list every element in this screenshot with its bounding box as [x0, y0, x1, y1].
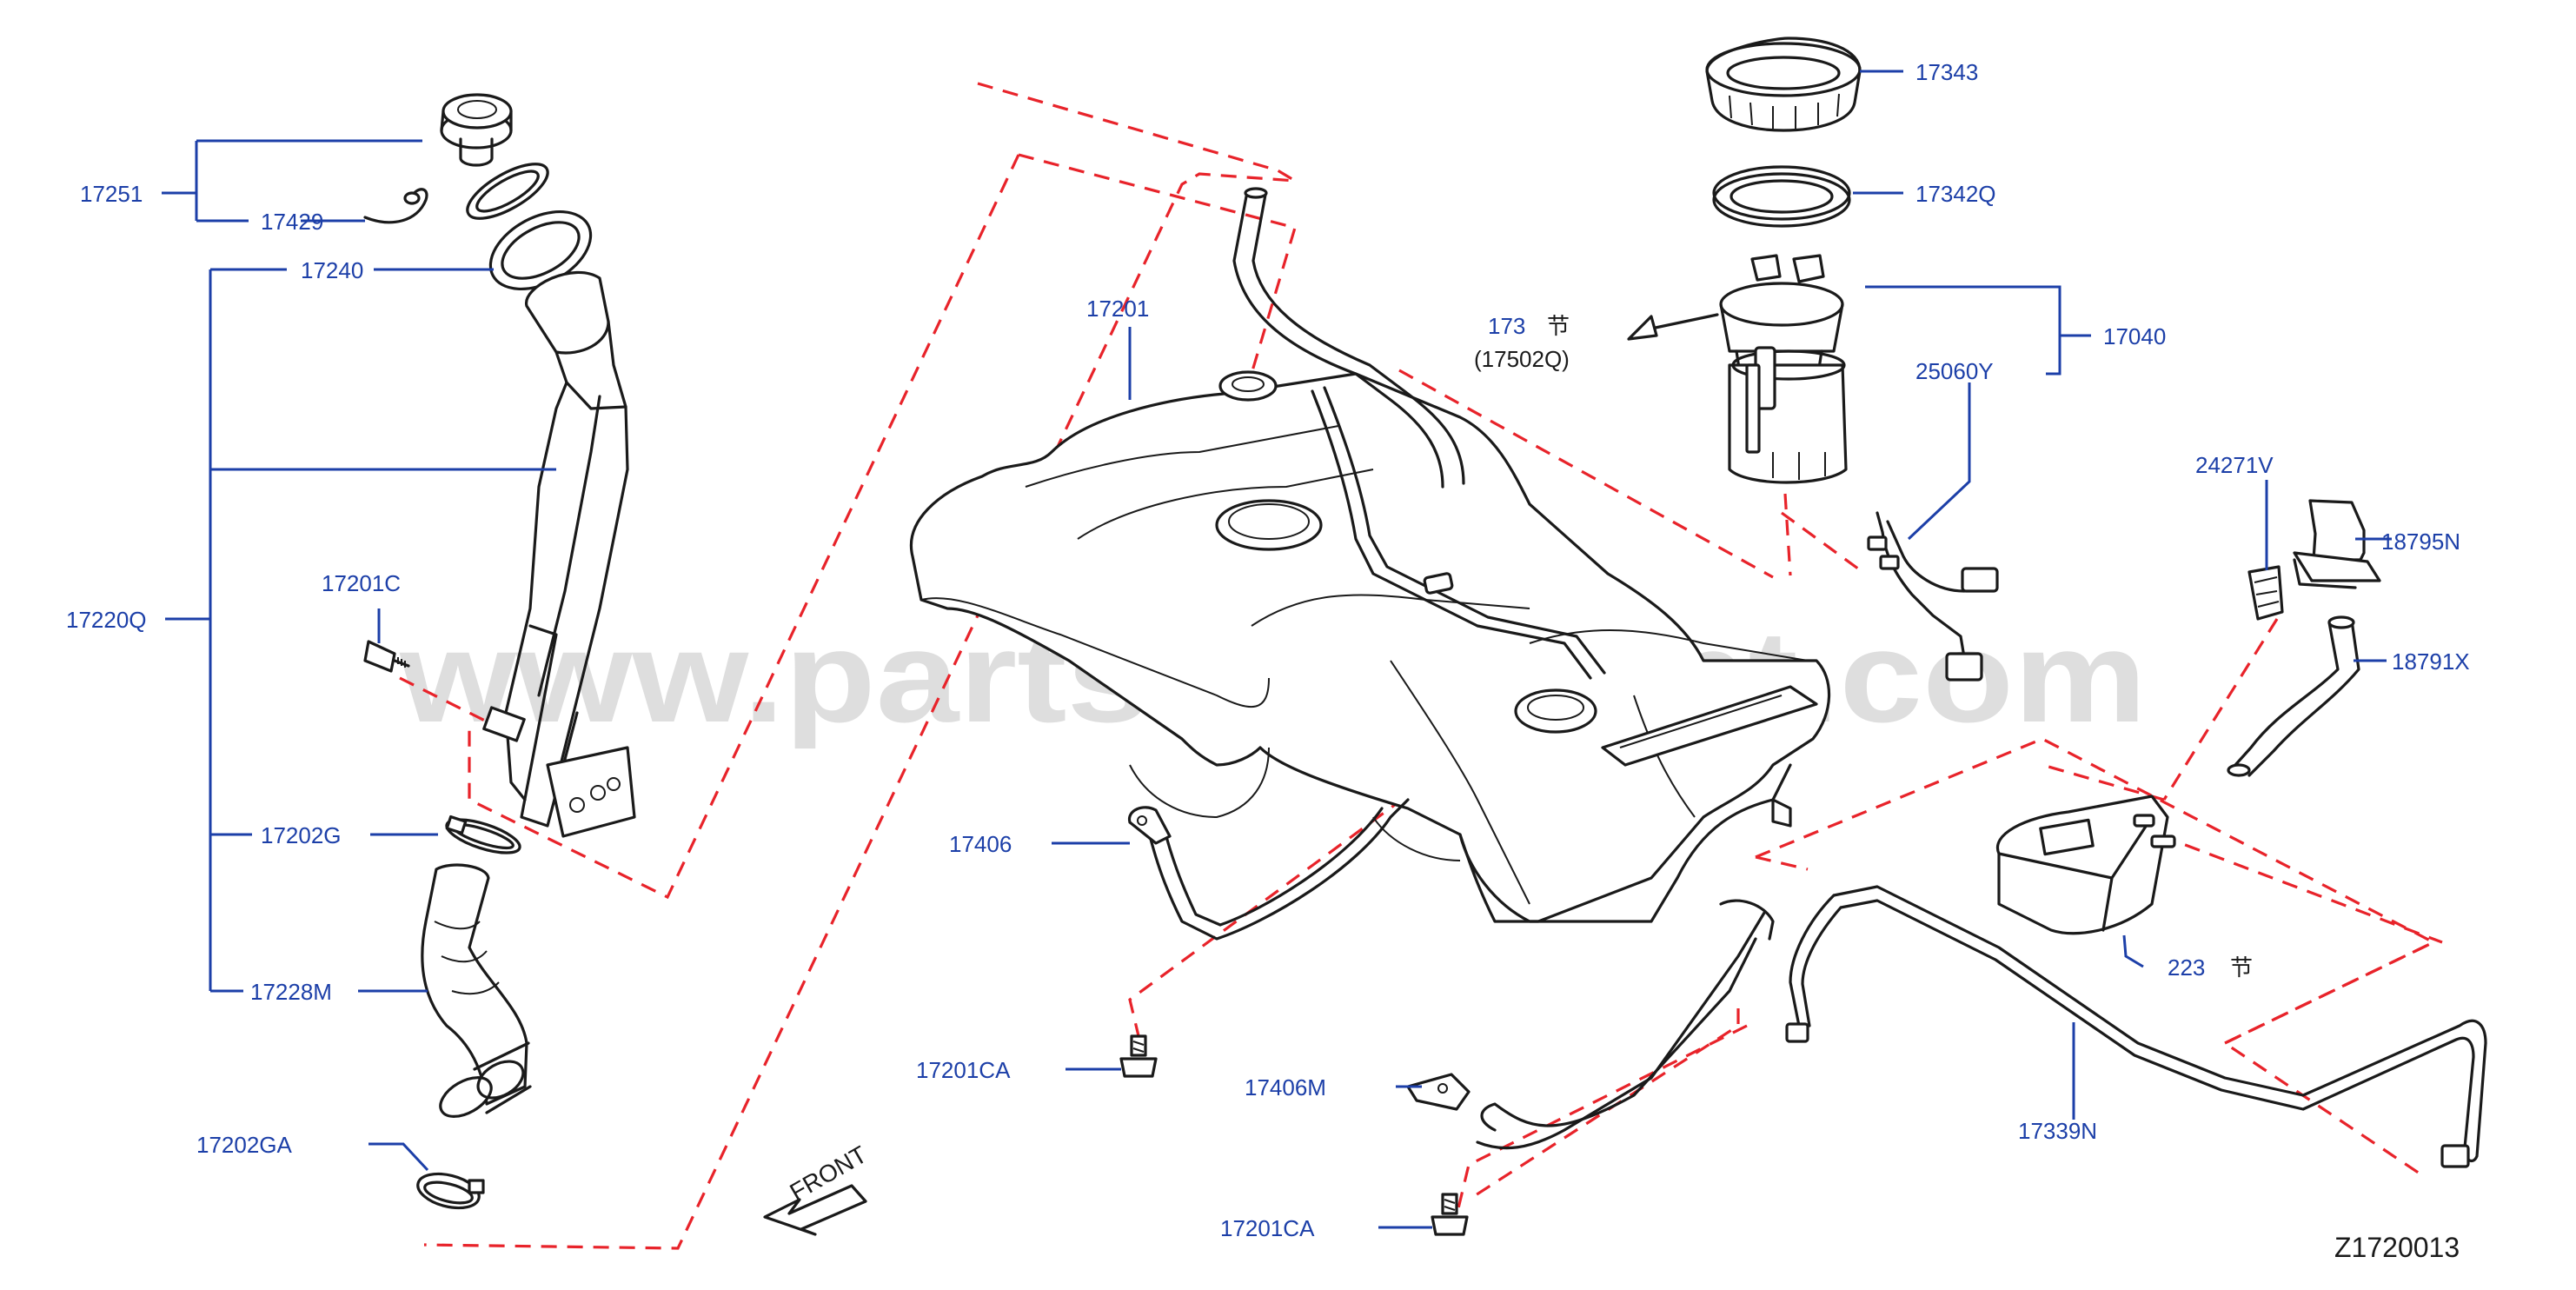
- callout-leaders: [162, 70, 2392, 1229]
- callout-223[interactable]: 223: [2168, 954, 2205, 981]
- callout-173-section: 节: [1547, 313, 1570, 339]
- callout-17251[interactable]: 17251: [80, 181, 143, 207]
- filler-gasket: [466, 163, 549, 220]
- vent-hose-18791x: [2227, 615, 2360, 777]
- bolt-17201c: [363, 640, 410, 673]
- callout-17406[interactable]: 17406: [949, 831, 1012, 857]
- diagram-code: Z1720013: [2334, 1232, 2460, 1263]
- callout-17220q[interactable]: 17220Q: [66, 607, 147, 633]
- callout-18795n[interactable]: 18795N: [2381, 529, 2460, 555]
- lock-ring: [1705, 37, 1862, 132]
- arrow-to-173-icon: [1627, 313, 1719, 341]
- callout-17240[interactable]: 17240: [301, 257, 363, 283]
- filler-neck-tube: [482, 270, 629, 828]
- filler-hose: [421, 863, 532, 1118]
- callout-17201c[interactable]: 17201C: [322, 570, 401, 596]
- callout-labels: 17251 17429 17240 17220Q 17201C 17202G 1…: [66, 59, 2470, 1241]
- fuel-tube-17339n: [1785, 885, 2487, 1168]
- fuel-pump-module: [1719, 254, 1848, 484]
- callout-18791x[interactable]: 18791X: [2392, 648, 2470, 675]
- bolt-17201ca-left: [1119, 1034, 1158, 1078]
- pump-seal: [1712, 165, 1851, 228]
- front-arrow-icon: [763, 1184, 867, 1236]
- hose-clamp-upper: [445, 815, 521, 854]
- callout-17202ga[interactable]: 17202GA: [196, 1132, 293, 1158]
- callout-17201[interactable]: 17201: [1086, 296, 1149, 322]
- cap-tether: [363, 188, 428, 224]
- tank-strap-front: [1406, 899, 1775, 1150]
- callout-223-section: 节: [2230, 954, 2253, 981]
- filler-bracket: [546, 746, 636, 838]
- level-sender-bracket: [2247, 499, 2381, 621]
- hose-clamp-lower: [416, 1172, 485, 1210]
- callout-173[interactable]: 173: [1488, 313, 1525, 339]
- callout-17339n[interactable]: 17339N: [2018, 1118, 2097, 1144]
- callout-17429[interactable]: 17429: [261, 209, 323, 235]
- canister: [1995, 795, 2176, 935]
- callout-17502q[interactable]: (17502Q): [1474, 346, 1570, 372]
- fuel-tank: [909, 187, 1831, 923]
- sender-harness: [1867, 511, 1999, 682]
- callout-17343[interactable]: 17343: [1915, 59, 1978, 85]
- fuel-cap: [440, 93, 513, 167]
- bolt-17201ca-right: [1431, 1193, 1469, 1236]
- callout-17201ca-left[interactable]: 17201CA: [916, 1057, 1011, 1083]
- callout-17228m[interactable]: 17228M: [250, 979, 332, 1005]
- callout-24271v[interactable]: 24271V: [2195, 452, 2274, 478]
- callout-17406m[interactable]: 17406M: [1245, 1074, 1326, 1100]
- callout-17201ca-right[interactable]: 17201CA: [1220, 1215, 1315, 1241]
- tank-strap-rear: [1127, 798, 1410, 941]
- callout-17342q[interactable]: 17342Q: [1915, 181, 1996, 207]
- callout-25060y[interactable]: 25060Y: [1915, 358, 1994, 384]
- callout-17040[interactable]: 17040: [2103, 323, 2166, 349]
- callout-17202g[interactable]: 17202G: [261, 822, 342, 848]
